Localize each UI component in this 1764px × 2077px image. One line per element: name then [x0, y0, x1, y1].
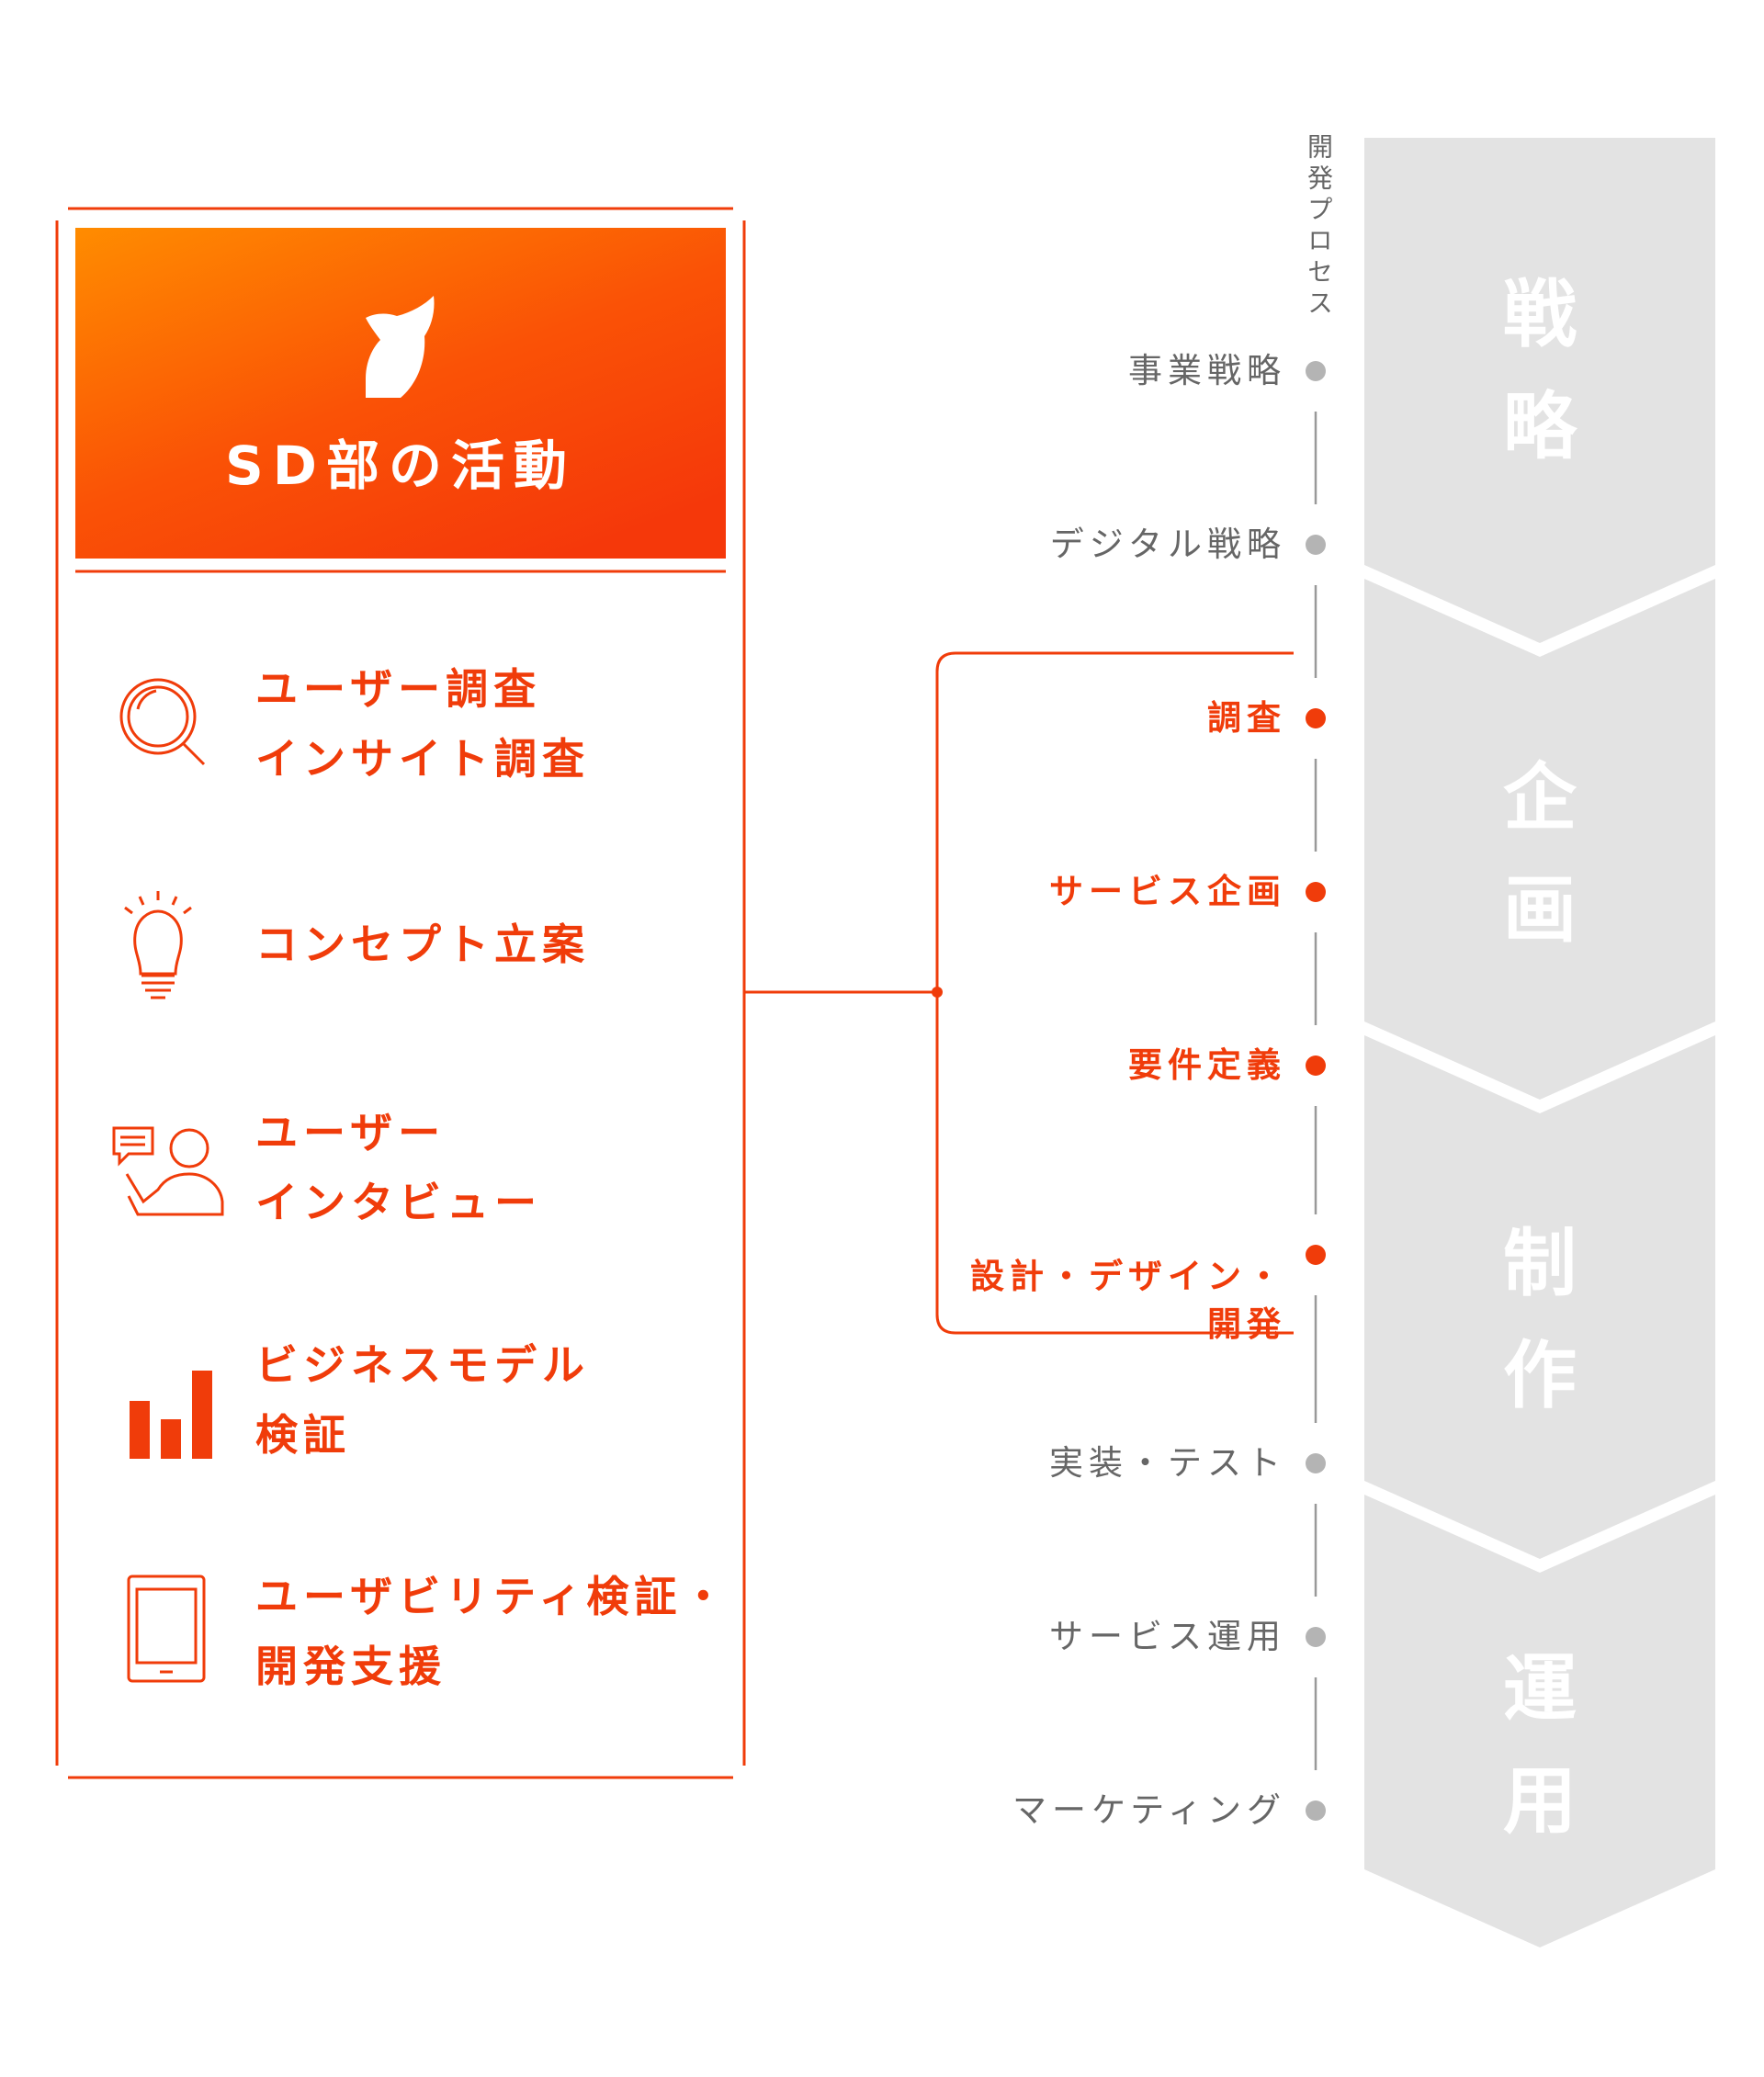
bar-chart-icon — [130, 1371, 212, 1459]
connector-node — [932, 987, 943, 998]
process-step-label: 要件定義 — [1128, 1042, 1286, 1089]
process-step-dot — [1306, 1800, 1326, 1821]
process-step-dot — [1306, 361, 1326, 381]
activity-label: ユーザー調査 インサイト調査 — [255, 654, 733, 794]
phase-label-strategy: 戦 略 — [1503, 272, 1577, 469]
process-step-dot — [1306, 882, 1326, 902]
process-title: 開発プロセス — [1304, 133, 1334, 321]
tablet-icon — [127, 1575, 206, 1683]
activity-label-line: ビジネスモデル — [255, 1340, 590, 1390]
process-step-text: 事業戦略 — [1128, 351, 1286, 390]
activity-label-line: ユーザー調査 — [255, 664, 542, 714]
process-step-dot — [1306, 1627, 1326, 1647]
process-step-text: サービス企画 — [1049, 872, 1286, 911]
activity-label-line: ユーザビリティ検証・ — [255, 1572, 730, 1621]
activity-label: ユーザビリティ検証・ 開発支援 — [255, 1562, 733, 1701]
activity-label-line: インタビュー — [255, 1178, 542, 1227]
process-step-text: マーケティング — [1012, 1790, 1286, 1830]
activity-label-line: ユーザー — [255, 1108, 447, 1157]
process-step-label: サービス運用 — [1049, 1613, 1286, 1661]
phase-arrow — [1364, 138, 1715, 1947]
phase-label-operation: 運 用 — [1503, 1646, 1577, 1844]
activity-label-line: 開発支援 — [255, 1642, 447, 1691]
process-step-dot — [1306, 708, 1326, 728]
magnifier-icon — [119, 678, 206, 766]
process-step-label: 事業戦略 — [1128, 347, 1286, 395]
header-title: SD部の活動 — [225, 435, 576, 497]
activity-label: ビジネスモデル 検証 — [255, 1330, 733, 1470]
interview-icon — [112, 1126, 224, 1216]
fox-logo-icon — [366, 296, 435, 398]
process-step-text: 調査 — [1207, 698, 1286, 738]
activity-label: ユーザー インタビュー — [255, 1098, 733, 1237]
light-bulb-icon — [124, 891, 192, 999]
activity-label: コンセプト立案 — [255, 909, 733, 979]
process-step-text: サービス運用 — [1049, 1617, 1286, 1656]
activity-label-line: 検証 — [255, 1410, 351, 1460]
process-step-label: マーケティング — [1012, 1787, 1286, 1834]
process-step-label: 設計・デザイン・ 開発 — [970, 1205, 1286, 1349]
process-step-text: 要件定義 — [1128, 1045, 1286, 1085]
process-step-dot — [1306, 1453, 1326, 1473]
process-step-text: 設計・デザイン・ 開発 — [970, 1257, 1286, 1344]
process-step-label: サービス企画 — [1049, 868, 1286, 916]
process-timeline — [1306, 361, 1326, 1821]
process-step-dot — [1306, 535, 1326, 555]
process-step-label: 実装・テスト — [1049, 1439, 1286, 1487]
process-step-text: デジタル戦略 — [1049, 525, 1286, 564]
activity-label-line: コンセプト立案 — [255, 920, 590, 969]
phase-label-production: 制 作 — [1503, 1221, 1577, 1418]
activity-label-line: インサイト調査 — [255, 734, 590, 784]
process-step-dot — [1306, 1245, 1326, 1265]
process-step-dot — [1306, 1055, 1326, 1076]
process-step-label: デジタル戦略 — [1050, 521, 1286, 569]
process-step-label: 調査 — [1207, 694, 1286, 742]
phase-label-planning: 企 画 — [1503, 755, 1577, 953]
process-step-text: 実装・テスト — [1049, 1443, 1286, 1483]
